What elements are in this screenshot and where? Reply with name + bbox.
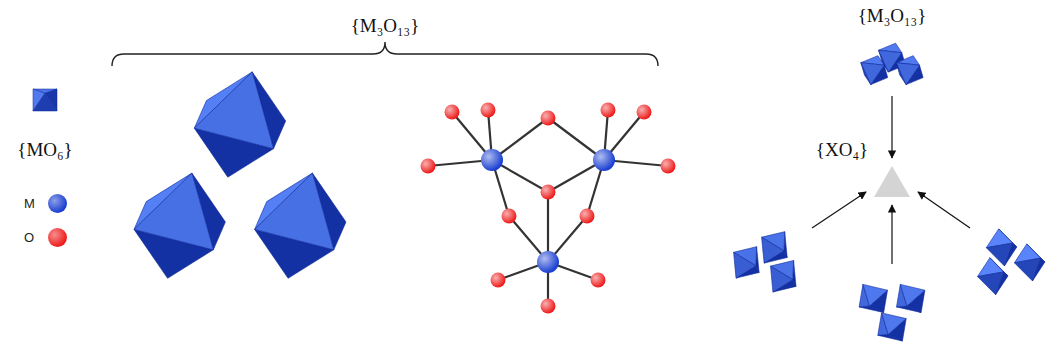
metal-atom — [481, 149, 503, 171]
legend-text: M — [24, 196, 38, 211]
octahedron-face — [863, 284, 888, 306]
bracket — [112, 42, 658, 66]
octahedron-face — [882, 313, 907, 335]
oxygen-atom — [580, 209, 595, 224]
oxygen-atom — [491, 273, 506, 288]
legend-swatch — [48, 228, 67, 247]
octahedron-face — [33, 93, 57, 111]
formula-label: {XO₄} — [816, 139, 868, 161]
arrow — [891, 205, 892, 264]
oxygen-atom — [445, 105, 460, 120]
octahedron-face — [1014, 258, 1040, 281]
m3o13-trimer — [861, 43, 923, 84]
metal-atom — [537, 251, 559, 273]
octahedron-face — [194, 72, 273, 149]
octahedron-face — [255, 173, 334, 250]
oxygen-atom — [541, 299, 556, 314]
octahedron-face — [762, 237, 784, 263]
oxygen-atom — [591, 273, 606, 288]
oxygen-atom — [661, 159, 676, 174]
formula-label: {M₃O₁₃} — [351, 15, 420, 37]
mo6-octahedron — [33, 89, 57, 111]
xo4-triangle — [874, 166, 910, 197]
octahedron-face — [900, 284, 925, 306]
oxygen-atom — [421, 159, 436, 174]
octahedron-face — [978, 272, 1004, 295]
octahedron-face — [134, 173, 213, 250]
formula-label: {M₃O₁₃} — [858, 5, 927, 27]
metal-atom — [593, 149, 615, 171]
legend-row: O — [24, 228, 67, 247]
oxygen-atom — [502, 209, 517, 224]
arrow — [918, 192, 970, 228]
octahedron-face — [771, 266, 793, 292]
m3o13-trimer — [134, 72, 346, 278]
ball-and-stick — [421, 103, 676, 314]
octahedron-face — [734, 252, 756, 278]
polyhedra — [33, 43, 1045, 341]
oxygen-atom — [481, 103, 496, 118]
octahedron-face — [896, 63, 919, 85]
m3o13-trimer — [978, 229, 1045, 295]
formula-label: {MO₆} — [17, 139, 72, 161]
legend-text: O — [24, 230, 38, 245]
legend-row: M — [24, 194, 67, 213]
oxygen-atom — [637, 105, 652, 120]
legend-swatch — [48, 194, 67, 213]
oxygen-atom — [541, 111, 556, 126]
oxygen-atom — [601, 103, 616, 118]
m3o13-trimer — [859, 284, 925, 341]
m3o13-trimer — [734, 232, 796, 292]
arrow — [891, 96, 892, 158]
arrow — [812, 192, 866, 228]
octahedron-face — [861, 63, 884, 85]
oxygen-atom — [541, 185, 556, 200]
